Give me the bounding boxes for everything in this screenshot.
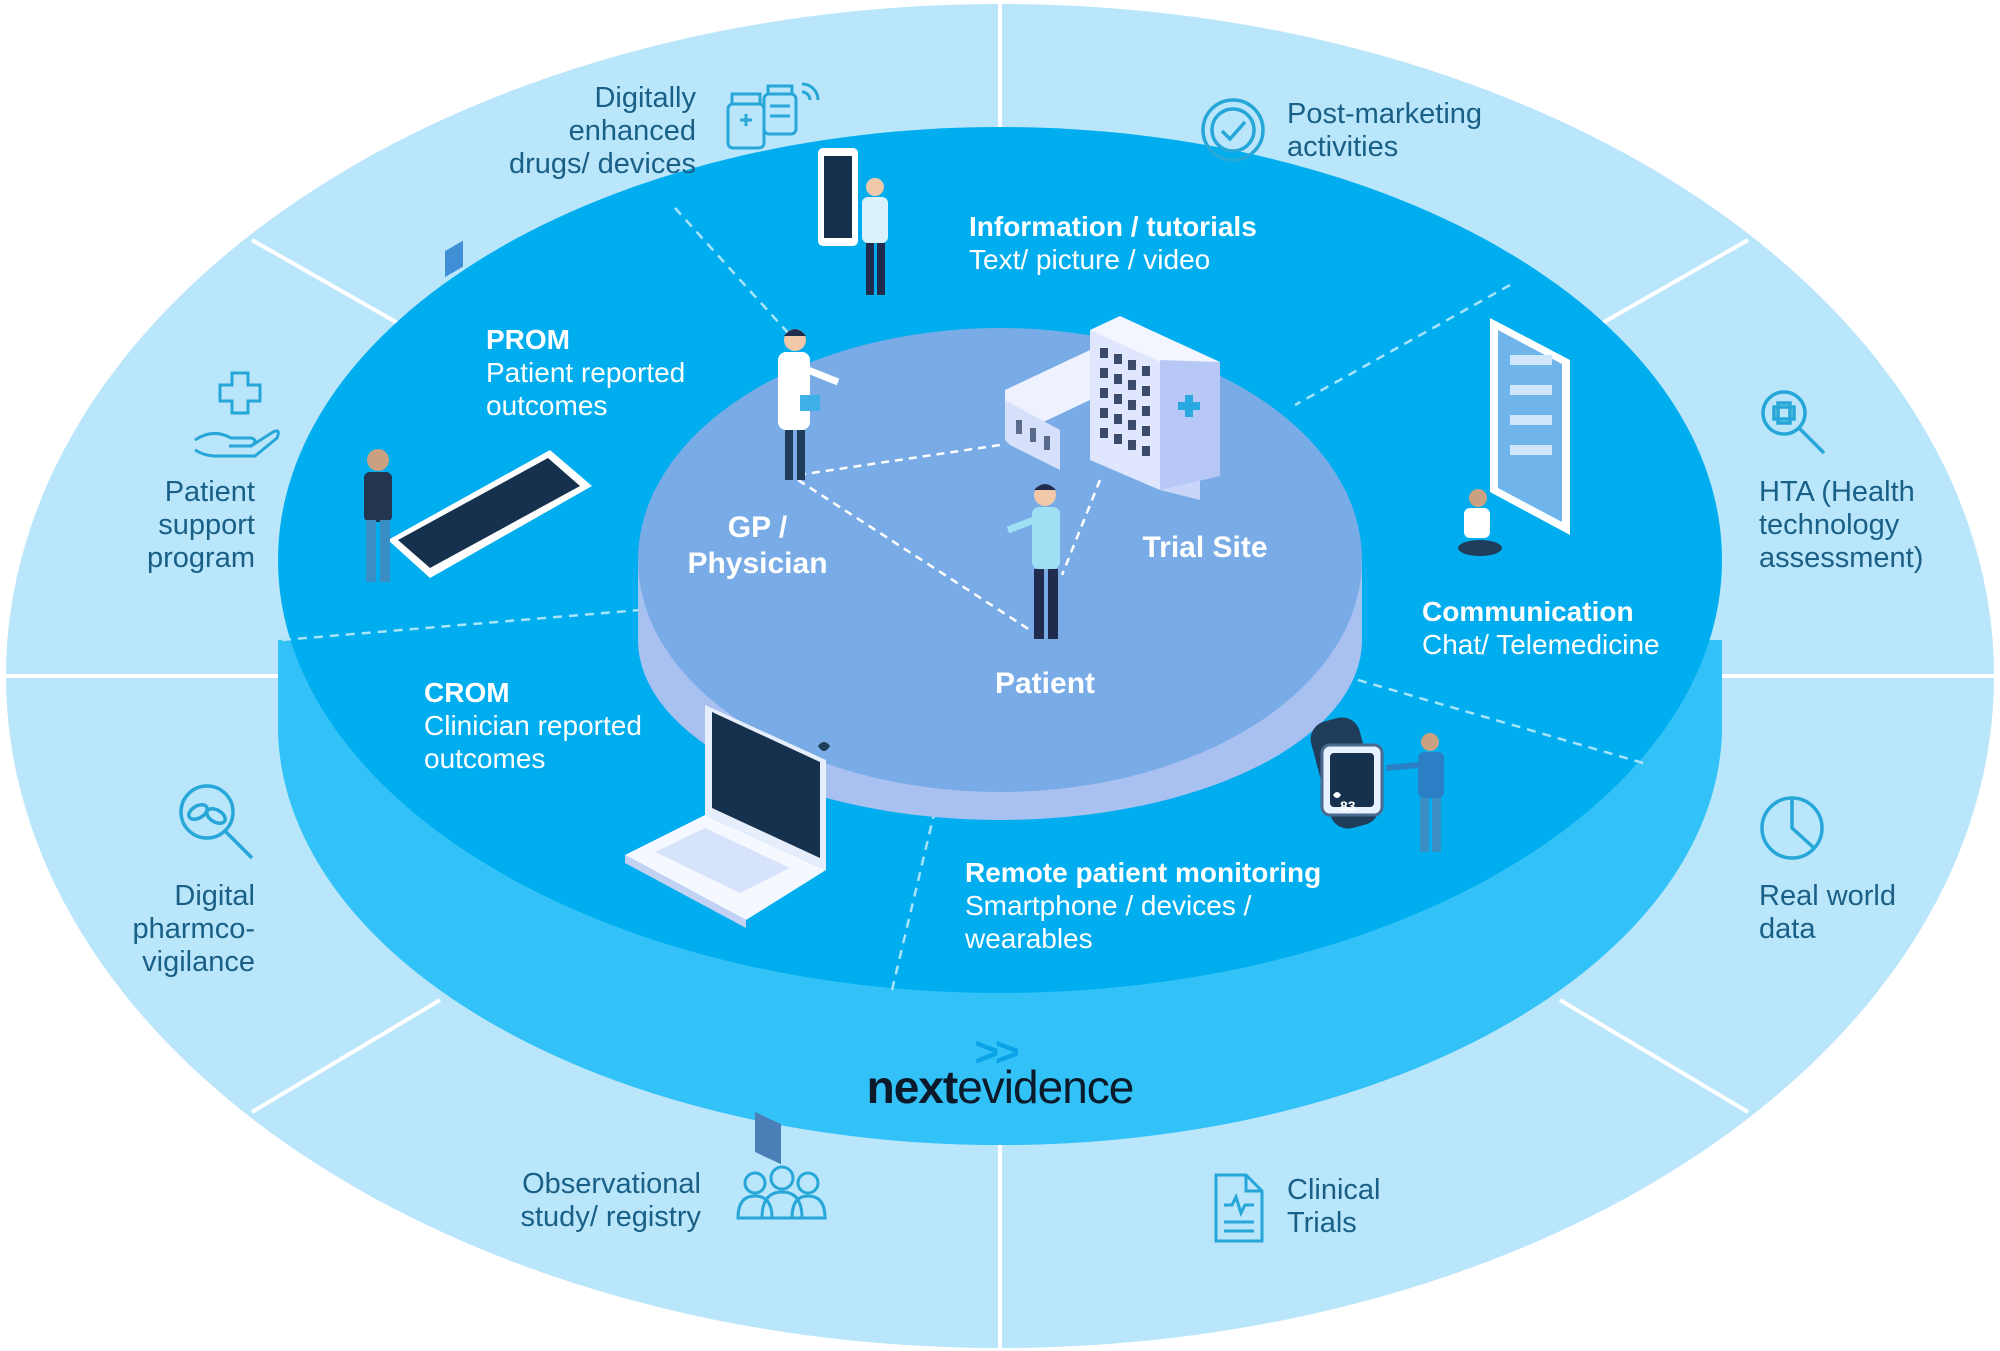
label-clinical-trials: Clinical Trials (1287, 1174, 1381, 1239)
pill-bottles-icon (726, 82, 820, 150)
label-gp-physician: GP / Physician (687, 511, 828, 580)
smartwatch-illustration: 83 (1310, 717, 1444, 852)
physician-figure (778, 329, 840, 480)
label-post-marketing: Post-marketing activities (1287, 98, 1483, 163)
magnifier-plus-icon (1761, 390, 1826, 455)
label-communication: Communication Chat/ Telemedicine (1422, 596, 1660, 660)
label-digital-drugs: Digitally enhanced drugs/ devices (509, 82, 696, 180)
laptop-crom-illustration (625, 705, 826, 1165)
patient-figure (1006, 484, 1060, 639)
label-pharmacovigilance: Digital pharmco- vigilance (132, 880, 256, 978)
pie-chart-icon (1760, 796, 1824, 860)
phone-chat-illustration (1458, 318, 1570, 556)
label-observational: Observational study/ registry (520, 1168, 702, 1233)
watch-readout: 83 (1340, 798, 1356, 814)
hub-connections (797, 443, 1102, 632)
check-cycle-icon (1201, 98, 1265, 162)
inner-dividers (281, 207, 1651, 991)
tablet-info-illustration (818, 148, 888, 295)
hand-plus-icon (194, 371, 280, 458)
logo-evidence: evidence (957, 1061, 1134, 1113)
label-crom: CROM Clinician reported outcomes (424, 677, 642, 774)
hospital-illustration (1005, 316, 1220, 500)
label-real-world-data: Real world data (1759, 880, 1896, 945)
smartphone-prom-illustration (364, 240, 592, 582)
label-trial-site: Trial Site (1142, 531, 1268, 564)
small-heart-marker (818, 742, 830, 751)
nextevidence-logo: nextevidence (0, 1060, 2000, 1114)
label-information: Information / tutorials Text/ picture / … (969, 211, 1257, 275)
label-patient: Patient (994, 667, 1096, 700)
label-remote-monitoring: Remote patient monitoring Smartphone / d… (965, 857, 1322, 954)
pill-magnifier-icon (179, 784, 254, 860)
label-prom: PROM Patient reported outcomes (486, 324, 686, 421)
brand-arrows: >> (974, 1028, 1018, 1075)
logo-next: next (866, 1061, 959, 1113)
people-group-icon (736, 1165, 827, 1220)
clinical-document-icon (1214, 1173, 1264, 1243)
label-patient-support: Patient support program (147, 476, 255, 574)
label-hta: HTA (Health technology assessment) (1759, 476, 1924, 574)
